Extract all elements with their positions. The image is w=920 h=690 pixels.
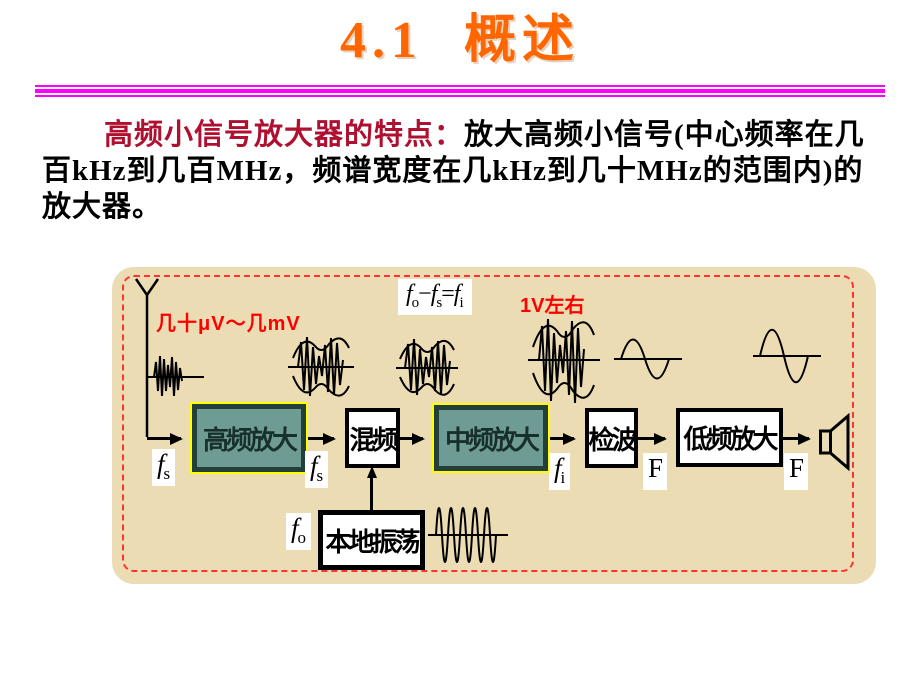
paragraph-text: 放大高频小信号(中心频率在几 (464, 119, 865, 152)
separator-line (35, 85, 885, 88)
speaker-icon (819, 413, 850, 471)
separator-line (35, 89, 885, 94)
paragraph-line: 放大器。 (42, 191, 163, 224)
mixer-formula: fo−fs=fi (398, 279, 472, 316)
sine-waveform-icon (753, 329, 821, 383)
antenna-icon (134, 278, 160, 437)
formula-f: f (453, 281, 461, 307)
block-local-oscillator: 本地振荡 (318, 510, 425, 570)
page-title: 4.1 概述 (339, 12, 580, 69)
flow-arrow (400, 432, 425, 445)
signal-label-fi: fi (549, 453, 571, 490)
if-level-label: 1V左右 (520, 295, 585, 317)
formula-sub: o (411, 294, 420, 311)
flow-arrow (147, 432, 183, 445)
formula-f: f (406, 281, 413, 307)
sine-waveform-icon (614, 338, 682, 380)
block-rf-amplifier: 高频放大 (190, 402, 308, 474)
am-waveform-icon (288, 336, 354, 397)
formula-f: f (430, 281, 438, 307)
am-waveform-icon (396, 338, 458, 396)
block-mixer: 混频 (345, 408, 400, 468)
block-if-amplifier: 中频放大 (432, 403, 550, 473)
intro-paragraph: 高频小信号放大器的特点：放大高频小信号(中心频率在几 百kHz到几百MHz，频谱… (42, 117, 894, 225)
title-separator (35, 85, 885, 98)
flow-arrow (306, 432, 336, 445)
am-waveform-icon (528, 318, 600, 404)
signal-label-fs: fs (305, 451, 329, 488)
signal-label-F: F (643, 453, 668, 490)
formula-minus: − (418, 281, 432, 307)
block-detector: 检波 (585, 408, 638, 468)
formula-equals: = (441, 281, 455, 307)
paragraph-line: 百kHz到几百MHz，频谱宽度在几kHz到几十MHz的范围内)的 (42, 155, 864, 188)
separator-gap (35, 93, 885, 96)
receiver-block-diagram: 几十μV～几mV fo−fs=fi 1V左右 (112, 267, 876, 584)
signal-label-F: F (784, 453, 809, 490)
formula-sub: i (459, 294, 464, 311)
flow-arrow (638, 432, 667, 445)
paragraph-lead: 高频小信号放大器的特点： (104, 119, 465, 152)
flow-arrow (548, 432, 576, 445)
block-af-amplifier: 低频放大 (676, 408, 783, 467)
flow-arrow (783, 432, 811, 445)
formula-sub: s (436, 294, 443, 311)
signal-label-fo: fo (286, 513, 312, 550)
oscillator-arrow (366, 466, 377, 510)
input-level-label: 几十μV～几mV (156, 313, 301, 335)
rf-burst-waveform-icon (146, 355, 204, 397)
paragraph-line: 高频小信号放大器的特点：放大高频小信号(中心频率在几 (104, 117, 894, 153)
dashed-border (122, 275, 854, 572)
signal-label-fs: fs (152, 449, 176, 486)
separator-gap (35, 87, 885, 90)
oscillator-waveform-icon (428, 507, 508, 563)
separator-line (35, 95, 885, 98)
